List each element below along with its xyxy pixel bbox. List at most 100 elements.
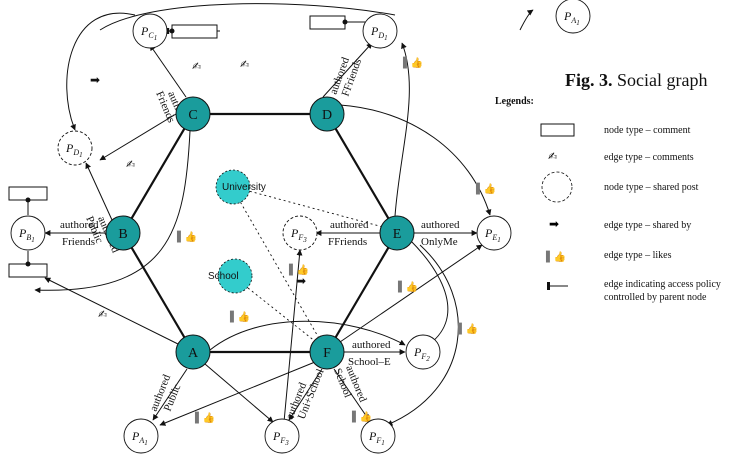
comment-node-icon — [540, 123, 575, 137]
likes-edge-icon: ▌👍 — [545, 250, 566, 263]
legend-item-label: controlled by parent node — [604, 292, 707, 303]
edge-PA1-top — [519, 9, 534, 31]
svg-text:PC1: PC1 — [140, 24, 157, 42]
edge-C-PD1shared-comment — [99, 113, 177, 161]
pencil-icon: ✍ — [126, 158, 135, 171]
svg-text:E: E — [393, 227, 402, 242]
shared-post-node-icon — [541, 171, 573, 203]
post-node-pb1: PB1 — [10, 215, 46, 251]
thumbs-up-icon: ▌👍 — [351, 410, 372, 423]
edge-label-D-PD1: authored FFriends — [328, 55, 365, 98]
legend-item-label: edge indicating access policy — [604, 279, 721, 290]
post-node-pa1: PA1 — [123, 418, 159, 454]
likes-edge-icons: ▌👍 ▌👍 ▌👍 ▌👍 ▌👍 ▌👍 ▌👍 ▌👍 ▌👍 — [176, 56, 496, 424]
shared-arrow-icon: ➡ — [90, 73, 100, 87]
post-node-pf1: PF1 — [360, 418, 396, 454]
edge-label-E-PF3-bottom: FFriends — [328, 236, 367, 248]
legend-item-label: edge type – comments — [604, 152, 694, 163]
post-node-pf2: PF2 — [405, 334, 441, 370]
edge-E-PF1-like — [386, 244, 459, 426]
thumbs-up-icon: ▌👍 — [475, 182, 496, 195]
edge-label-F-PF3: authored Uni+School — [284, 367, 327, 421]
legend-item-label: edge type – shared by — [604, 220, 691, 231]
legend: node type – comment ✍ edge type – commen… — [540, 123, 721, 303]
user-node-F: F — [309, 334, 345, 370]
thumbs-up-icon: ▌👍 — [457, 322, 478, 335]
edge-F-PF1 — [333, 368, 370, 421]
post-node-pf3: PF3 — [264, 418, 300, 454]
post-node-pd1_shared: PD1 — [57, 130, 93, 166]
edge-label-F-PF2-bottom: School–E — [348, 356, 391, 368]
svg-text:PB1: PB1 — [18, 226, 35, 244]
edge-C-commentB-like — [34, 130, 191, 294]
edge-label-E-PE1-bottom: OnlyMe — [421, 236, 458, 248]
edge-F-PA1-like — [159, 361, 316, 426]
edge-A-PA1 — [152, 368, 188, 421]
edge-university-F — [237, 197, 321, 341]
authored-edges — [27, 3, 534, 426]
thumbs-up-icon: ▌👍 — [176, 230, 197, 243]
svg-text:PD1: PD1 — [370, 24, 388, 42]
post-node-pe1: PE1 — [476, 215, 512, 251]
edge-B-PD1 — [85, 162, 113, 221]
edge-label-F-PF1: authored School — [331, 364, 369, 405]
legend-title: Legends: — [495, 96, 534, 107]
access-policy-edge-icon — [547, 282, 568, 290]
comment-node-C — [171, 24, 218, 39]
comments-edge-icons: ✍ ✍ ✍ ✍ — [98, 58, 249, 321]
svg-text:PA1: PA1 — [131, 429, 148, 447]
edge-label-E-PF3-top: authored — [330, 219, 369, 231]
edge-A-comment-B — [44, 277, 181, 346]
post-node-pc1: PC1 — [132, 13, 168, 49]
thumbs-up-icon: ▌👍 — [402, 56, 423, 69]
edge-E-F — [326, 232, 398, 353]
edge-C-B — [122, 113, 194, 234]
post-node-pa1_top: PA1 — [555, 0, 591, 34]
post-node-pd1: PD1 — [362, 13, 398, 49]
edge-PF3-shared-like — [283, 249, 303, 423]
svg-text:PF3: PF3 — [272, 429, 289, 447]
edge-D-PE1-like — [339, 104, 492, 216]
edge-label-E-PE1-top: authored — [421, 219, 460, 231]
svg-text:Fig. 3. Social graph: Fig. 3. Social graph — [565, 70, 707, 90]
pencil-icon: ✍ — [192, 60, 201, 73]
svg-text:A: A — [188, 346, 199, 361]
edge-C-PC1 — [149, 44, 187, 98]
edge-E-PD1-like — [394, 42, 410, 217]
svg-text:B: B — [118, 227, 127, 242]
shared-arrow-icon: ➡ — [296, 274, 306, 288]
group-node-school: School — [208, 258, 253, 294]
edge-label-F-PF2-top: authored — [352, 339, 391, 351]
thumbs-up-icon: ▌👍 — [229, 310, 250, 323]
edge-university-E — [244, 189, 384, 228]
svg-text:F: F — [323, 346, 331, 361]
edge-D-E — [326, 113, 398, 234]
svg-text:PA1: PA1 — [563, 9, 580, 27]
svg-text:PE1: PE1 — [484, 226, 501, 244]
user-node-E: E — [379, 215, 415, 251]
figure-caption: Fig. 3. Social graph — [565, 70, 707, 90]
user-node-A: A — [175, 334, 211, 370]
group-node-university: University — [215, 169, 266, 205]
edge-label-A-PA1: authored Public — [148, 372, 184, 413]
legend-item-label: node type – comment — [604, 125, 691, 136]
edge-PC1-PD1shared — [66, 12, 136, 131]
svg-text:University: University — [222, 182, 266, 193]
user-node-C: C — [175, 96, 211, 132]
comment-node-D — [309, 15, 346, 30]
thumbs-up-icon: ▌👍 — [194, 411, 215, 424]
legend-item-label: edge type – likes — [604, 250, 672, 261]
access-policy-marks — [25, 19, 348, 267]
legend-item-label: node type – shared post — [604, 182, 699, 193]
svg-text:PD1: PD1 — [65, 141, 83, 159]
thumbs-up-icon: ▌👍 — [397, 280, 418, 293]
comments-edge-icon: ✍ — [548, 150, 557, 163]
svg-text:D: D — [322, 108, 332, 123]
edge-F-PF3 — [288, 368, 323, 421]
edge-label-B-PB1-bottom: Friends — [62, 236, 95, 248]
edge-PD1-loop — [99, 3, 396, 31]
svg-text:PF1: PF1 — [368, 429, 385, 447]
friendship-edges — [122, 112, 398, 354]
svg-text:C: C — [188, 108, 197, 123]
